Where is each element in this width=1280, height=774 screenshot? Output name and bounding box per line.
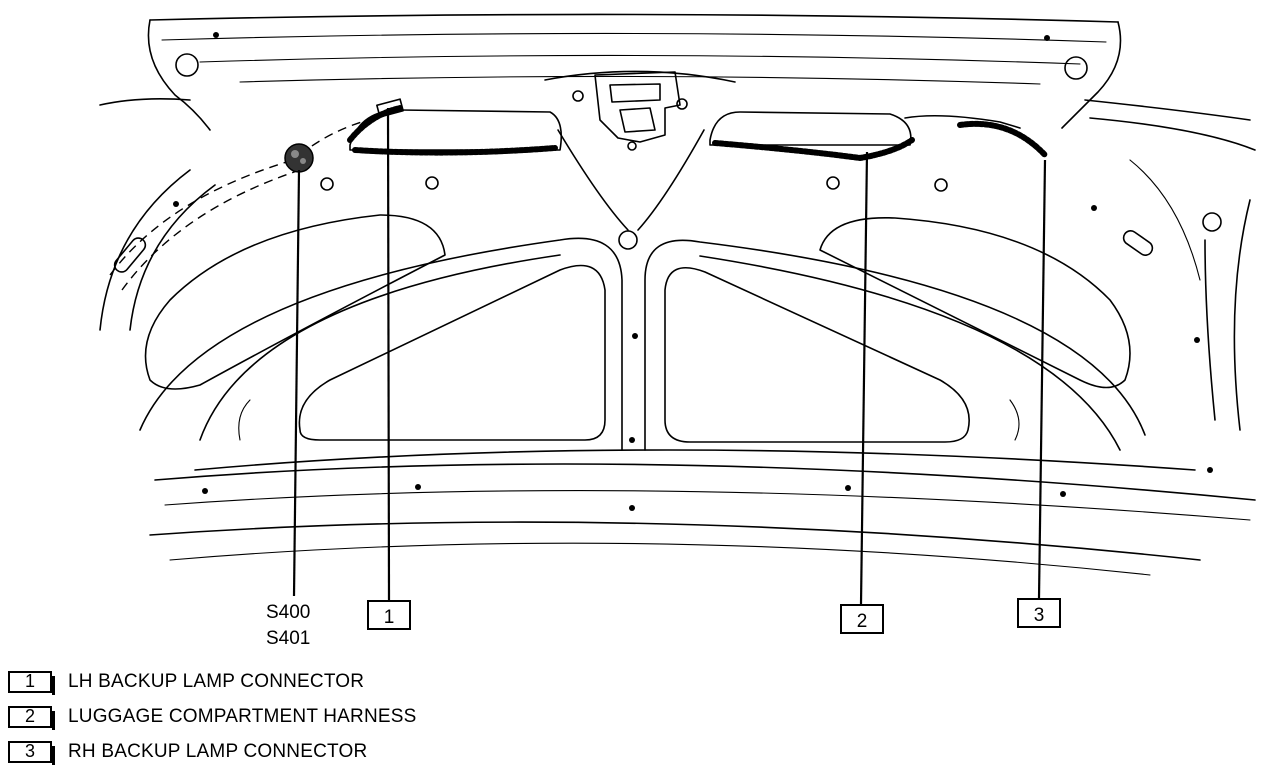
inner-panel-openings <box>139 214 1146 451</box>
legend-key-3: 3 <box>8 740 55 765</box>
leader-2 <box>859 151 869 605</box>
latch-assembly <box>544 70 736 231</box>
callout-3-number: 3 <box>1034 605 1045 626</box>
leader-1 <box>386 107 391 601</box>
legend-key-2: 2 <box>8 705 55 730</box>
callout-3: 3 <box>1017 598 1061 628</box>
hinge-holes <box>113 32 1222 511</box>
legend-row-1: 1 LH BACKUP LAMP CONNECTOR <box>8 664 417 699</box>
callout-1-number: 1 <box>384 607 395 628</box>
splice-label-s401: S401 <box>266 628 310 649</box>
legend-label-3: RH BACKUP LAMP CONNECTOR <box>68 740 368 762</box>
splice-marker <box>284 143 314 173</box>
lh-harness <box>347 98 563 156</box>
splice-label-s400: S400 <box>266 602 310 623</box>
callout-2-number: 2 <box>857 611 868 632</box>
leader-3 <box>1037 159 1047 599</box>
trunk-lid-outline <box>99 13 1256 576</box>
callout-2: 2 <box>840 604 884 634</box>
leader-splice <box>292 169 301 597</box>
legend-label-1: LH BACKUP LAMP CONNECTOR <box>68 670 365 692</box>
callout-1: 1 <box>367 600 411 630</box>
legend-row-2: 2 LUGGAGE COMPARTMENT HARNESS <box>8 699 417 734</box>
harness-route-dashed <box>109 117 376 291</box>
legend-label-2: LUGGAGE COMPARTMENT HARNESS <box>68 705 417 727</box>
rh-harness <box>709 111 1048 162</box>
legend: 1 LH BACKUP LAMP CONNECTOR 2 LUGGAGE COM… <box>8 664 417 769</box>
legend-key-1: 1 <box>8 670 55 695</box>
legend-row-3: 3 RH BACKUP LAMP CONNECTOR <box>8 734 417 769</box>
